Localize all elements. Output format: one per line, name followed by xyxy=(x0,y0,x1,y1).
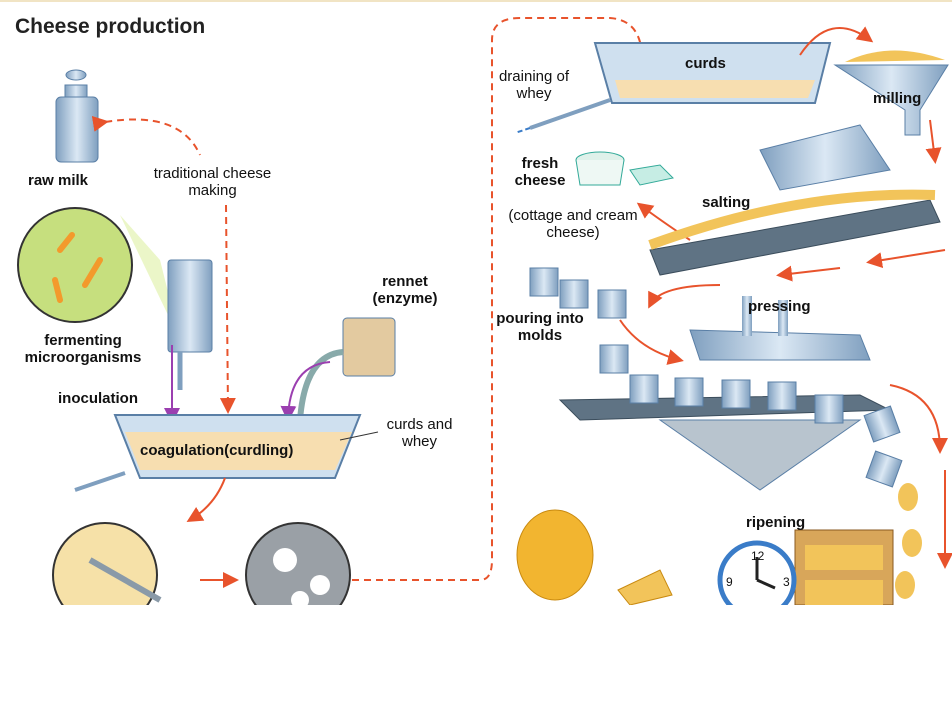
label-rennet: rennet (enzyme) xyxy=(372,273,438,307)
label-pouring: pouring into molds xyxy=(496,310,584,344)
label-fermenting: fermenting microorganisms xyxy=(24,332,142,366)
label-cottage: (cottage and cream cheese) xyxy=(508,207,638,241)
label-fresh-cheese: fresh cheese xyxy=(514,155,566,189)
label-raw-milk: raw milk xyxy=(28,172,89,189)
clock-12: 12 xyxy=(751,549,765,563)
clock-3: 3 xyxy=(783,575,790,589)
fresh-cheese-icon xyxy=(575,151,675,186)
coagulation-vat-icon xyxy=(74,414,362,492)
clock-9: 9 xyxy=(726,575,733,589)
finished-cheese-icon xyxy=(516,509,673,606)
label-curds: curds xyxy=(685,55,726,72)
curds-trough-icon xyxy=(529,42,832,130)
fermenter-tank-icon xyxy=(167,259,213,390)
curd-stirring-circle-icon xyxy=(245,522,351,628)
milling-hopper-icon xyxy=(833,50,949,136)
salting-conveyor-icon xyxy=(648,124,941,276)
label-salting: salting xyxy=(702,194,751,211)
microorganism-magnifier-icon xyxy=(17,207,180,340)
label-coagulation: coagulation(curdling) xyxy=(140,442,294,459)
label-traditional: traditional cheese making xyxy=(153,165,272,199)
label-pressing: pressing xyxy=(748,298,811,315)
cheese-molds-icon xyxy=(529,267,629,374)
label-milling: milling xyxy=(873,90,922,107)
top-border xyxy=(0,0,952,2)
label-ripening: ripening xyxy=(746,514,806,531)
label-draining: draining of whey xyxy=(498,68,570,102)
label-curds-whey: curds and whey xyxy=(386,416,453,450)
ripening-shelf-icon xyxy=(794,529,894,606)
curd-cutting-circle-icon xyxy=(52,522,162,628)
milk-can-icon xyxy=(55,69,99,163)
press-conveyor-icon xyxy=(558,296,891,491)
cheese-wheels-icon xyxy=(863,405,922,599)
rennet-jar-icon xyxy=(297,317,396,421)
page-title: Cheese production xyxy=(15,15,206,38)
label-inoculation: inoculation xyxy=(58,390,138,407)
